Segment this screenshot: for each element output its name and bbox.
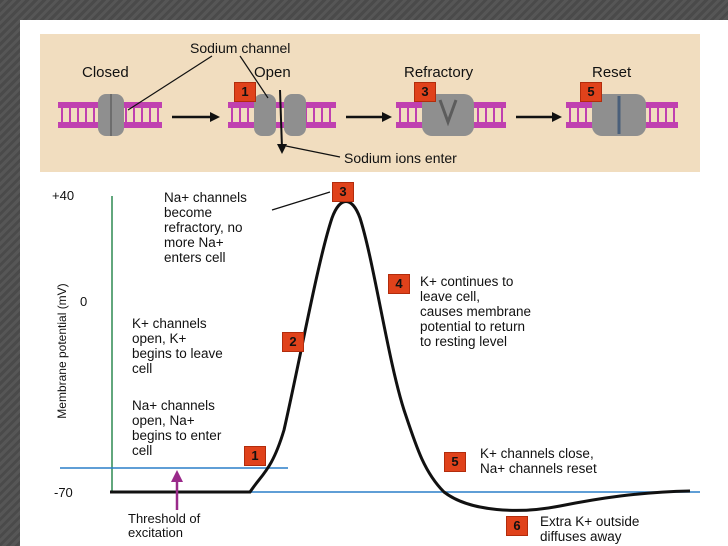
y-axis-label: Membrane potential (mV) (55, 283, 69, 419)
process-arrows (172, 112, 562, 122)
note-4-text: K+ continues to leave cell, causes membr… (420, 274, 532, 349)
stage-open-badge: 1 (234, 82, 256, 102)
sodium-ion-arrow (277, 89, 287, 154)
note-6-badge: 6 (506, 516, 528, 536)
channel-protein-open (254, 94, 306, 136)
note-5-badge: 5 (444, 452, 466, 472)
threshold-arrow (171, 470, 183, 510)
note-2-text: K+ channels open, K+ begins to leave cel… (132, 316, 223, 376)
note-1-text: Na+ channels open, Na+ begins to enter c… (132, 398, 222, 458)
note-3-text: Na+ channels become refractory, no more … (164, 190, 247, 265)
stage-open-label: Open (254, 64, 291, 81)
stage-refractory-badge: 3 (414, 82, 436, 102)
note-5-text: K+ channels close, Na+ channels reset (480, 446, 597, 476)
leader-lines-top (127, 55, 341, 158)
channel-protein-closed (98, 94, 124, 136)
sodium-ions-enter-label: Sodium ions enter (344, 150, 457, 166)
note-3-badge: 3 (332, 182, 354, 202)
channel-protein-refractory (422, 94, 474, 136)
note-6-text: Extra K+ outside diffuses away (540, 514, 640, 544)
stage-closed-label: Closed (82, 64, 129, 81)
note-1-badge: 1 (244, 446, 266, 466)
note-2-badge: 2 (282, 332, 304, 352)
stage-reset-badge: 5 (580, 82, 602, 102)
stage-reset-label: Reset (592, 64, 632, 81)
tick-minus70: -70 (54, 485, 73, 500)
tick-plus40: +40 (52, 188, 75, 203)
note-4-badge: 4 (388, 274, 410, 294)
action-potential-curve (110, 200, 691, 512)
leader-line-3 (271, 191, 331, 211)
threshold-label: Threshold of excitation (128, 511, 201, 540)
stage-refractory-label: Refractory (404, 64, 474, 81)
sodium-channel-label: Sodium channel (190, 40, 291, 56)
channel-protein-reset (592, 94, 646, 136)
tick-0: 0 (80, 294, 88, 309)
